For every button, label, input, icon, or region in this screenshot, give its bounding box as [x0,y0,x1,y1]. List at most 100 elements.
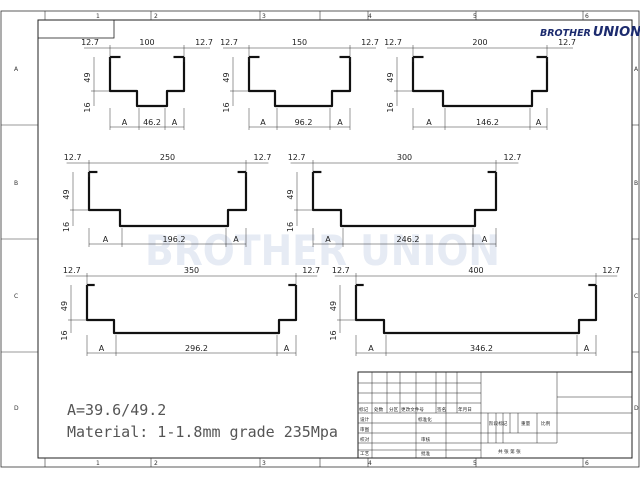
width-dim: 400 [468,266,483,275]
svg-text:5: 5 [473,460,477,467]
svg-text:批准: 批准 [421,450,431,457]
flange-dim-right: 12.7 [195,38,213,47]
flange-dim-right: 12.7 [602,266,620,275]
svg-text:6: 6 [585,13,589,20]
svg-text:5: 5 [473,13,477,20]
height-dim: 49 [329,301,338,311]
a-dim-left: A [99,344,105,353]
material-note: Material: 1-1.8mm grade 235Mpa [67,423,338,441]
profile-200: 12.7 200 12.7 49 16A 146.2 A [384,38,576,130]
step-dim: 16 [83,102,92,112]
a-dim-left: A [426,118,432,127]
a-dim-right: A [284,344,290,353]
svg-text:2: 2 [154,460,158,467]
svg-text:3: 3 [262,13,266,20]
a-dim-right: A [536,118,542,127]
a-dim-right: A [584,344,590,353]
svg-text:1: 1 [96,460,100,467]
svg-text:6: 6 [585,460,589,467]
base-dim: 246.2 [397,235,420,244]
step-dim: 16 [62,222,71,232]
flange-dim-left: 12.7 [63,266,81,275]
brand-left: BROTHER [540,28,591,39]
a-dim-left: A [325,235,331,244]
flange-dim-right: 12.7 [361,38,379,47]
flange-dim-left: 12.7 [81,38,99,47]
flange-dim-right: 12.7 [302,266,320,275]
svg-text:D: D [14,405,19,412]
width-dim: 100 [139,38,154,47]
a-dim-left: A [103,235,109,244]
profile-outline [85,285,298,335]
svg-text:4: 4 [368,13,372,20]
height-dim: 49 [286,189,295,199]
svg-text:4: 4 [368,460,372,467]
svg-text:设计: 设计 [360,416,370,423]
profile-outline [247,57,352,108]
svg-text:工艺: 工艺 [360,451,370,457]
a-dim-right: A [337,118,343,127]
grid-col-labels: 1 1 2 2 3 3 4 4 5 5 6 6 [96,13,589,467]
flange-dim-right: 12.7 [253,153,271,162]
step-dim: 16 [329,330,338,340]
width-dim: 300 [397,153,412,162]
base-dim: 96.2 [295,118,313,127]
profile-outline [411,57,549,108]
svg-text:重量: 重量 [521,420,531,427]
base-dim: 46.2 [143,118,161,127]
base-dim: 196.2 [163,235,186,244]
step-dim: 16 [60,330,69,340]
svg-text:1: 1 [96,13,100,20]
svg-text:更改文件号: 更改文件号 [401,406,424,413]
flange-dim-right: 12.7 [503,153,521,162]
svg-text:标准化: 标准化 [418,416,432,423]
profile-outline [354,285,598,335]
base-dim: 346.2 [470,344,493,353]
base-dim: 146.2 [476,118,499,127]
svg-text:年月日: 年月日 [458,406,472,413]
height-dim: 49 [83,72,92,82]
a-dim-left: A [260,118,266,127]
grid-rows [1,124,639,353]
flange-dim-left: 12.7 [332,266,350,275]
flange-dim-left: 12.7 [384,38,402,47]
width-dim: 350 [184,266,199,275]
svg-text:审核: 审核 [421,436,431,443]
svg-text:共 张 第 张: 共 张 第 张 [498,448,521,455]
svg-text:标记: 标记 [359,406,369,413]
width-dim: 250 [160,153,175,162]
step-dim: 16 [222,102,231,112]
step-dim: 16 [286,222,295,232]
svg-text:比例: 比例 [541,420,551,427]
svg-text:处数: 处数 [374,406,384,413]
svg-text:2: 2 [154,13,158,20]
profile-outline [87,172,248,228]
brand-right: UNION [593,25,640,40]
width-dim: 200 [472,38,487,47]
svg-text:C: C [14,293,18,300]
width-dim: 150 [292,38,307,47]
height-dim: 49 [60,301,69,311]
svg-text:3: 3 [262,460,266,467]
svg-text:B: B [634,180,638,187]
flange-dim-right: 12.7 [558,38,576,47]
title-block-text: 标记 处数 分区 更改文件号 签名 年月日 设计 标准化 审图 审核 校对 工艺… [359,406,551,457]
flange-dim-left: 12.7 [288,153,306,162]
a-dim-right: A [172,118,178,127]
step-dim: 16 [386,102,395,112]
a-dim-left: A [368,344,374,353]
height-dim: 49 [386,72,395,82]
svg-text:审图: 审图 [360,426,370,433]
grid-columns [44,11,584,467]
svg-text:A: A [634,66,639,73]
height-dim: 49 [222,72,231,82]
